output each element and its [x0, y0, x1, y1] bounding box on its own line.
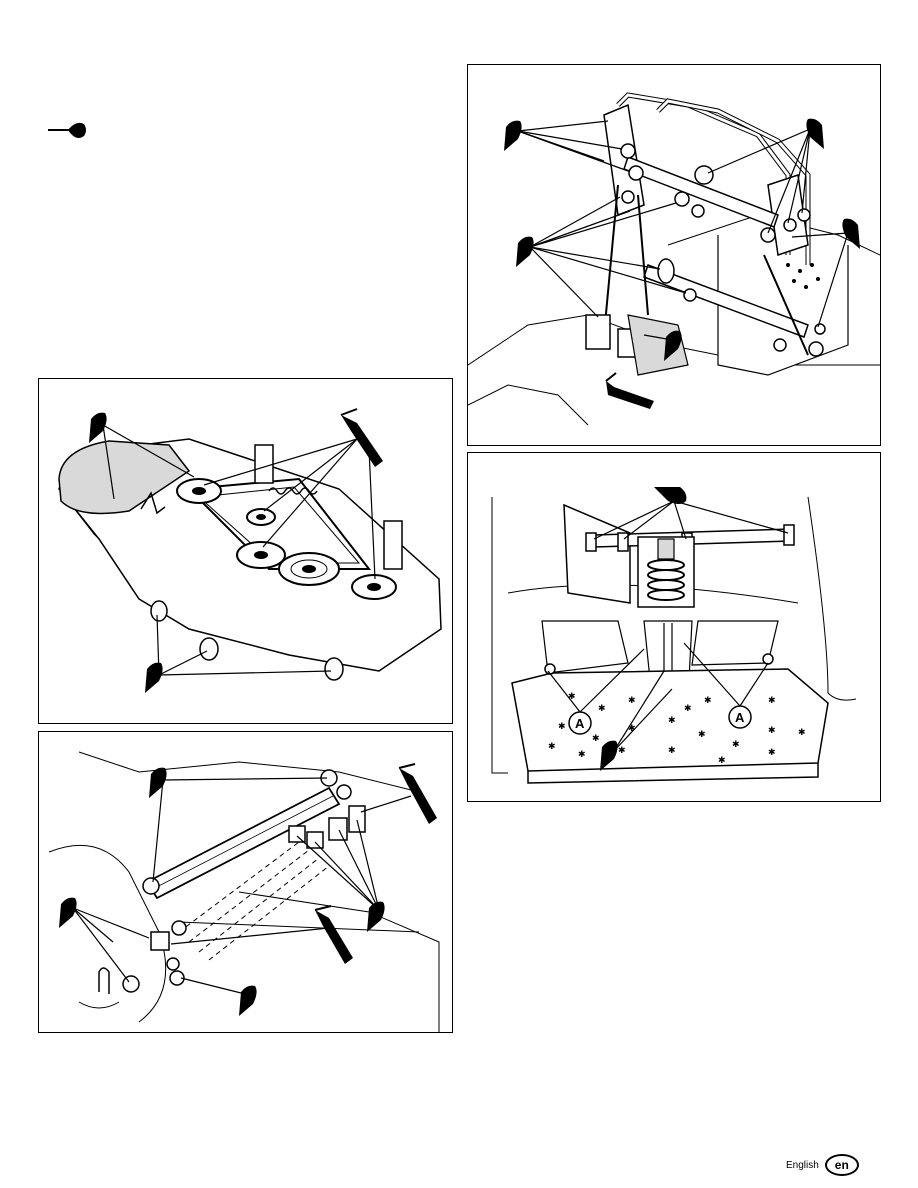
svg-text:✱: ✱ [768, 726, 776, 736]
figure-mower-deck [38, 378, 453, 724]
svg-text:✱: ✱ [704, 696, 712, 706]
svg-text:A: A [575, 716, 585, 731]
pulley-right [352, 575, 396, 599]
svg-text:✱: ✱ [684, 704, 692, 714]
pulley-left [177, 479, 221, 503]
svg-text:✱: ✱ [732, 740, 740, 750]
svg-text:✱: ✱ [548, 742, 556, 752]
svg-text:✱: ✱ [618, 746, 626, 756]
figure-seat-suspension: ✱✱✱ ✱✱✱ ✱✱✱ ✱✱✱ ✱✱✱ ✱✱✱ ✱✱✱ A [467, 452, 881, 802]
language-indicator: English en [786, 1153, 859, 1177]
svg-text:✱: ✱ [718, 756, 726, 766]
deck-lift-illustration [39, 732, 452, 1032]
oil-can-icon [361, 764, 437, 824]
figure-deck-lift [38, 731, 453, 1033]
pulley-idler [247, 509, 275, 525]
pulley-engine [279, 553, 339, 585]
grease-gun-icon [181, 978, 257, 1016]
svg-text:✱: ✱ [628, 696, 636, 706]
svg-text:A: A [735, 710, 745, 725]
gauge-wheel-right [325, 658, 343, 680]
grease-gun-icon [46, 118, 88, 148]
svg-text:✱: ✱ [768, 696, 776, 706]
svg-text:✱: ✱ [668, 716, 676, 726]
svg-text:✱: ✱ [598, 704, 606, 714]
svg-text:✱: ✱ [668, 746, 676, 756]
grease-gun-icon [516, 197, 686, 317]
gauge-wheel-mid [200, 638, 218, 660]
oil-can-icon [606, 373, 654, 409]
svg-text:✱: ✱ [768, 748, 776, 758]
pulley-center [237, 542, 285, 568]
language-badge: en [825, 1154, 859, 1176]
svg-text:✱: ✱ [558, 722, 566, 732]
gauge-wheel-left [151, 601, 167, 621]
language-label: English [786, 1160, 819, 1171]
svg-text:✱: ✱ [592, 734, 600, 744]
mower-deck-illustration [39, 379, 452, 723]
svg-text:✱: ✱ [698, 730, 706, 740]
svg-text:✱: ✱ [798, 728, 806, 738]
svg-text:✱: ✱ [578, 750, 586, 760]
steering-illustration [468, 65, 880, 445]
seat-suspension-illustration: ✱✱✱ ✱✱✱ ✱✱✱ ✱✱✱ ✱✱✱ ✱✱✱ ✱✱✱ A [468, 453, 880, 801]
figure-steering [467, 64, 881, 446]
